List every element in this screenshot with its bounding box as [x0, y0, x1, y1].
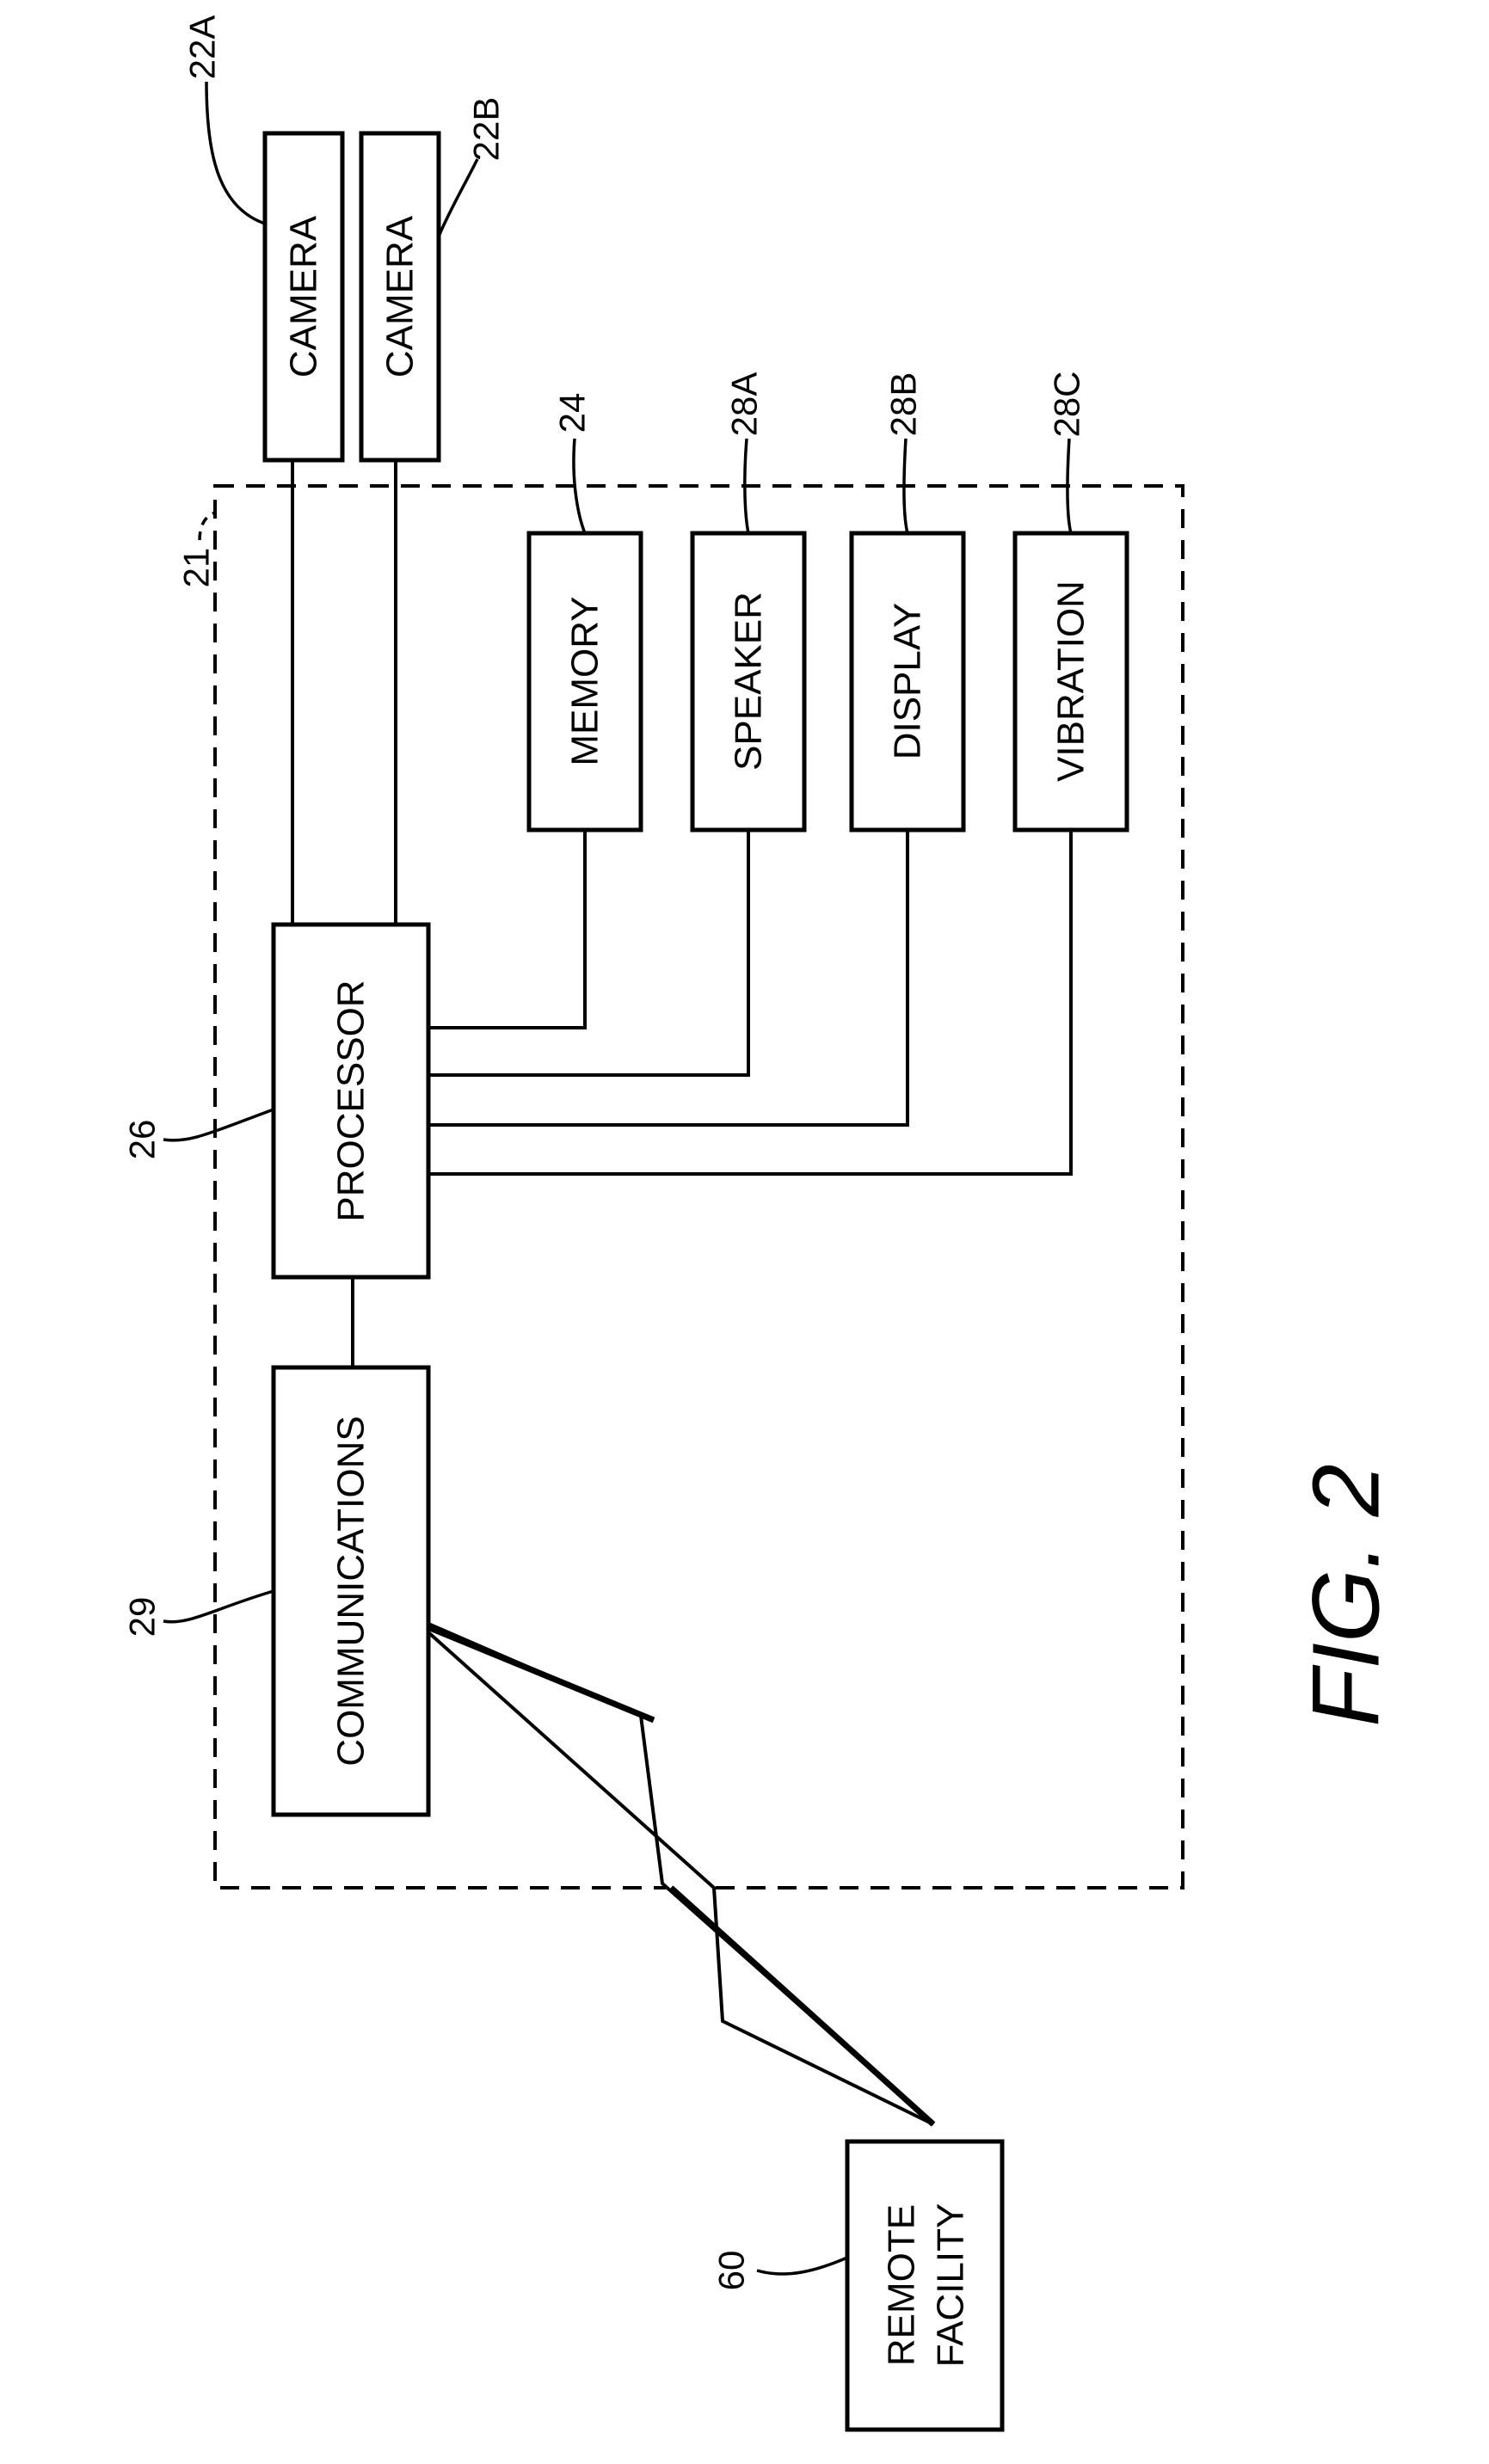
- wire-processor-memory: [428, 830, 587, 1029]
- ref-28b: 28B: [883, 372, 924, 437]
- ref-21: 21: [176, 548, 217, 588]
- vibration-label: VIBRATION: [1050, 581, 1092, 782]
- remote-facility-box: [845, 2139, 1005, 2432]
- ref-28a: 28A: [724, 372, 765, 437]
- wireless-link-bolt: [427, 1620, 936, 2127]
- display-label: DISPLAY: [887, 603, 929, 760]
- wire-processor-vibration: [428, 830, 1073, 1176]
- wire-processor-speaker: [428, 830, 750, 1077]
- vibration-box: [1012, 531, 1129, 833]
- camera-b-label: CAMERA: [379, 215, 421, 378]
- speaker-label: SPEAKER: [728, 592, 770, 771]
- processor-box: [271, 922, 431, 1280]
- display-box: [849, 531, 966, 833]
- communications-label: COMMUNICATIONS: [330, 1416, 372, 1766]
- camera-b-box: [359, 131, 441, 463]
- ref-29: 29: [122, 1597, 163, 1638]
- memory-box: [526, 531, 643, 833]
- memory-label: MEMORY: [564, 596, 606, 765]
- processor-label: PROCESSOR: [330, 980, 372, 1221]
- remote-facility-label-line1: REMOTE: [881, 2204, 923, 2366]
- leader-lines: [163, 81, 1073, 2276]
- speaker-box: [690, 531, 807, 833]
- camera-a-box: [262, 131, 345, 463]
- ref-28c: 28C: [1047, 371, 1087, 437]
- ref-22b: 22B: [466, 97, 507, 162]
- remote-facility-label-line2: FACILITY: [930, 2203, 972, 2368]
- ref-60: 60: [711, 2251, 752, 2291]
- ref-22a: 22A: [182, 15, 223, 80]
- figure-label: FIG. 2: [1294, 1464, 1400, 1727]
- ref-26: 26: [122, 1120, 163, 1160]
- wire-processor-display: [428, 830, 909, 1127]
- camera-a-label: CAMERA: [283, 215, 325, 378]
- connection-wires: [291, 460, 1073, 1367]
- ref-24: 24: [552, 393, 593, 433]
- communications-box: [271, 1365, 431, 1817]
